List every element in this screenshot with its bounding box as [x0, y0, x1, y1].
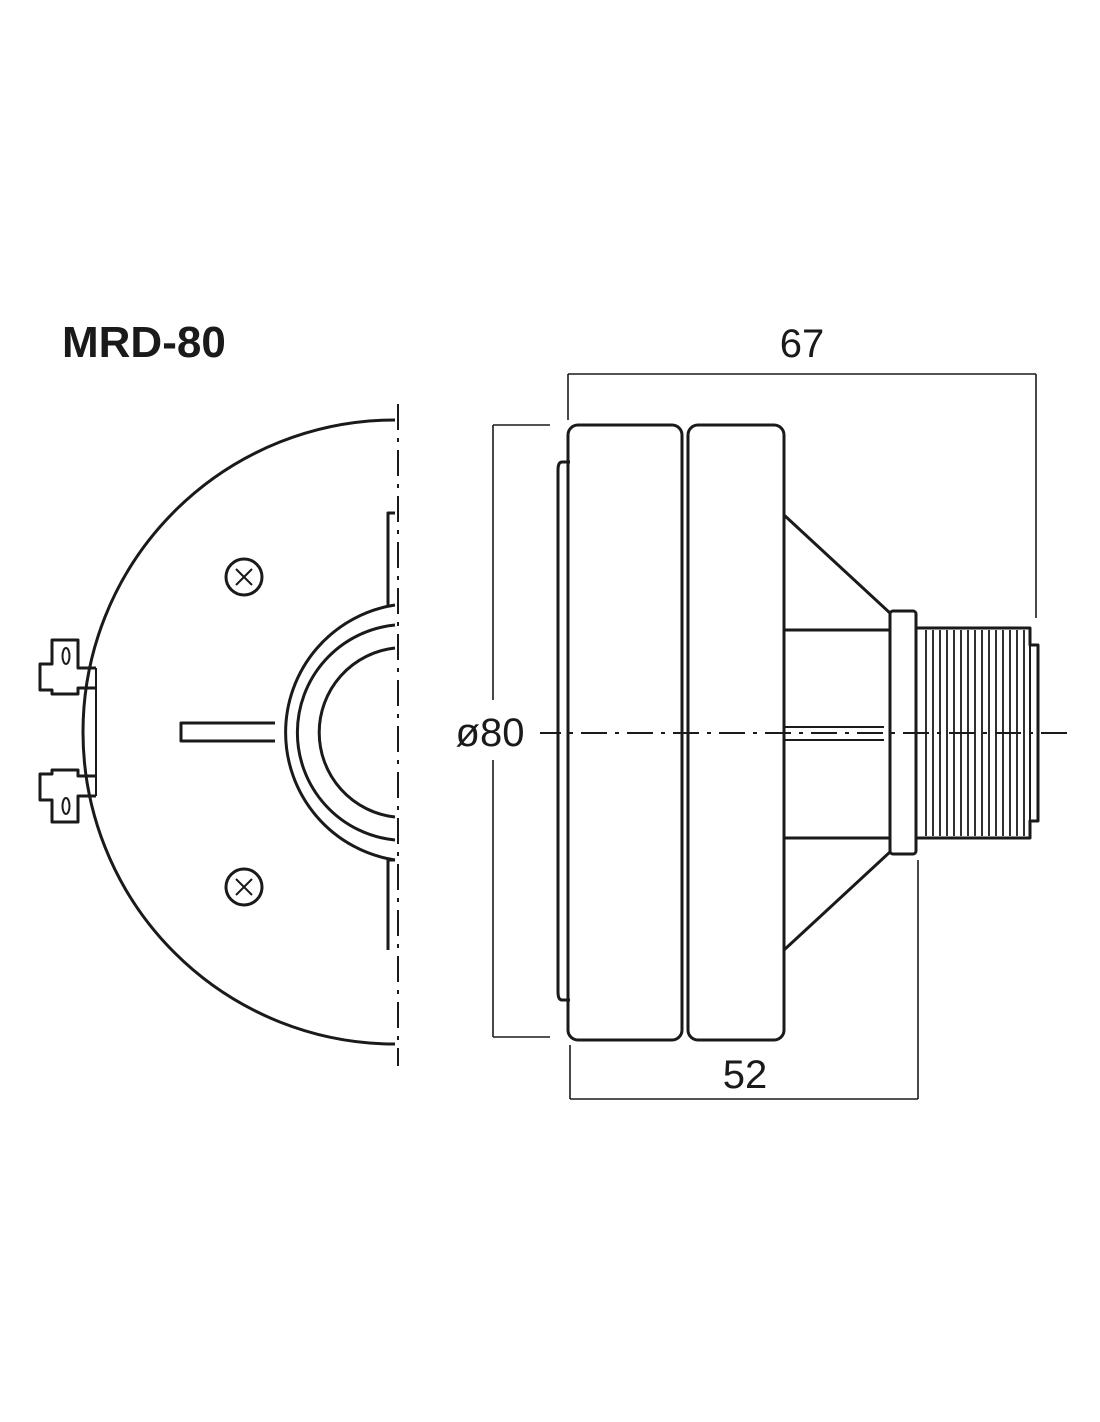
front-view-edge-lower: [386, 858, 395, 950]
dimension-body-length: 52: [569, 860, 919, 1100]
model-title: MRD-80: [62, 318, 226, 367]
front-view-edge-upper: [386, 511, 395, 605]
throat-outer-ring: [284, 603, 396, 862]
front-view: [38, 404, 399, 1066]
dimension-length-total-label: 67: [780, 322, 825, 366]
dimension-diameter: ø80: [440, 424, 550, 1038]
front-view-outline: [81, 418, 396, 1046]
dimension-body-length-label: 52: [723, 1053, 768, 1097]
dimension-diameter-label: ø80: [456, 711, 525, 755]
center-slot: [179, 721, 275, 743]
rear-cone: [782, 513, 892, 952]
screw-icon-lower: [224, 867, 264, 907]
dimension-length-total: 67: [567, 322, 1037, 618]
side-view: [535, 423, 1068, 1042]
terminal-tab-lower: [38, 768, 96, 824]
throat-inner-ring: [317, 646, 396, 819]
throat-middle-ring: [295, 623, 396, 842]
terminal-tab-upper: [38, 638, 96, 696]
screw-icon-upper: [224, 557, 264, 597]
front-rim: [556, 460, 570, 1002]
